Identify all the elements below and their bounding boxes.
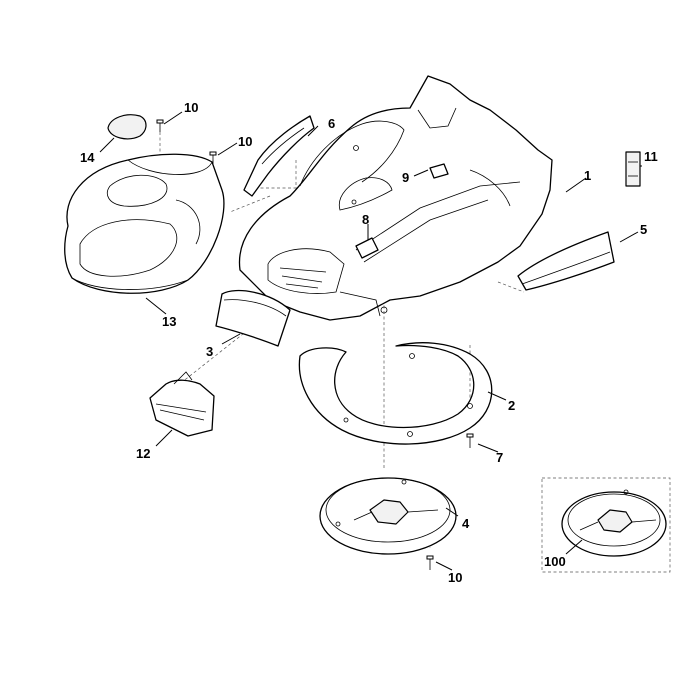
alternative-disc-part-100: [541, 477, 671, 573]
flap-part-3: [215, 289, 291, 347]
callout-4: 4: [462, 516, 470, 531]
callout-8: 8: [362, 212, 369, 227]
callout-6: 6: [328, 116, 335, 131]
callout-1: 1: [584, 168, 591, 183]
blade-disc-part-4: [319, 477, 457, 555]
block-part-9: [429, 163, 449, 179]
callout-9: 9: [402, 170, 409, 185]
insert-part-12: [149, 371, 215, 437]
rear-trim-part-5: [517, 231, 615, 291]
callouts: 1 2 3 4 5 6 7 8 9 10 10 10 11 12 13 14 1…: [80, 100, 658, 585]
callout-11: 11: [644, 149, 658, 164]
callout-10-b: 10: [238, 134, 252, 149]
leader-lines: [99, 111, 642, 571]
callout-3: 3: [206, 344, 213, 359]
callout-12: 12: [136, 446, 150, 461]
callout-13: 13: [162, 314, 176, 329]
housing-part-1: [238, 75, 553, 321]
callout-2: 2: [508, 398, 515, 413]
deck-ring-part-2: [298, 342, 493, 445]
callout-14: 14: [80, 150, 95, 165]
screw-icon: [209, 151, 217, 164]
callout-7: 7: [496, 450, 503, 465]
side-trim-part-6: [243, 115, 315, 197]
callout-100: 100: [544, 554, 566, 569]
cap-part-14: [107, 114, 147, 140]
screw-icon: [156, 119, 164, 132]
screws-part-10: [156, 119, 474, 570]
label-part-11: [625, 151, 641, 187]
screw-icon: [426, 555, 434, 570]
callout-10-a: 10: [184, 100, 198, 115]
callout-10-c: 10: [448, 570, 462, 585]
callout-5: 5: [640, 222, 647, 237]
grass-box-part-13: [64, 153, 225, 294]
clip-part-8: [355, 237, 379, 259]
screw-icon: [466, 433, 474, 448]
